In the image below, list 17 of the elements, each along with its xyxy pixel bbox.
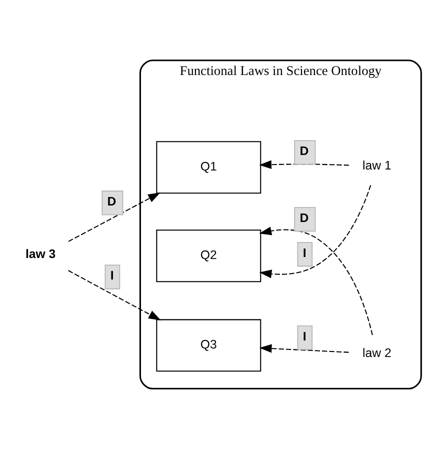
edge-label: I bbox=[110, 268, 114, 283]
arrow bbox=[259, 344, 349, 353]
edge-label: I bbox=[302, 246, 306, 260]
edge-label: D bbox=[300, 211, 309, 226]
arrow bbox=[68, 270, 161, 320]
edge-label: I bbox=[302, 329, 306, 344]
node-text: law 3 bbox=[25, 247, 56, 262]
node-box: Q2 bbox=[156, 230, 262, 282]
arrow bbox=[68, 192, 160, 242]
node-box: Q1 bbox=[156, 141, 262, 194]
arrow bbox=[259, 185, 372, 278]
edge-label: D bbox=[107, 194, 116, 209]
node-box: Q3 bbox=[156, 319, 262, 372]
edge-label: D bbox=[300, 144, 309, 158]
node-text: law 2 bbox=[362, 346, 392, 360]
node-text: law 1 bbox=[362, 158, 392, 173]
arrow bbox=[259, 226, 373, 336]
